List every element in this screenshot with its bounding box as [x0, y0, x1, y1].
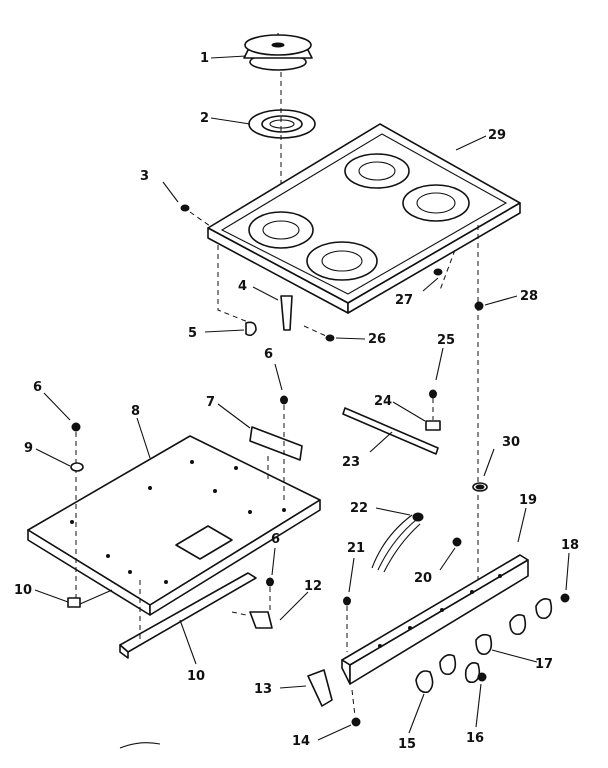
screw-part — [303, 325, 366, 342]
screw-part — [266, 547, 276, 610]
screw-part — [162, 181, 211, 227]
callout-20: 20 — [414, 571, 432, 586]
screw-part — [474, 295, 518, 311]
callout-26: 26 — [368, 332, 386, 347]
callout-1: 1 — [200, 51, 209, 66]
callout-12: 12 — [304, 579, 322, 594]
bottom-panel-part — [27, 417, 321, 616]
bracket-part — [249, 591, 309, 629]
screw-part — [429, 347, 444, 420]
clip-part — [392, 401, 441, 431]
grommet-part — [422, 268, 443, 292]
callout-17: 17 — [535, 657, 553, 672]
assembly-line — [217, 245, 249, 323]
callout-7: 7 — [206, 395, 215, 410]
callout-22: 22 — [350, 501, 368, 516]
assembly-line — [231, 611, 247, 616]
bracket-part — [217, 403, 303, 480]
wire-harness-part — [371, 507, 424, 573]
screw-part — [439, 537, 462, 571]
callout-8: 8 — [131, 404, 140, 419]
burner-ring-part — [248, 109, 316, 139]
callout-28: 28 — [520, 289, 538, 304]
screw-part — [317, 689, 361, 741]
knob-part — [408, 598, 553, 734]
callout-29: 29 — [488, 128, 506, 143]
callout-3: 3 — [140, 169, 149, 184]
callout-24: 24 — [374, 394, 392, 409]
callout-23: 23 — [342, 455, 360, 470]
callout-10-left: 10 — [14, 583, 32, 598]
callout-6-lower: 6 — [271, 532, 280, 547]
clip-part — [204, 321, 257, 337]
grommet-part — [35, 448, 84, 472]
valve-part — [279, 669, 333, 707]
callout-9: 9 — [24, 441, 33, 456]
callout-10-channel: 10 — [187, 669, 205, 684]
callout-30: 30 — [502, 435, 520, 450]
callout-19: 19 — [519, 493, 537, 508]
callout-13: 13 — [254, 682, 272, 697]
callout-2: 2 — [200, 111, 209, 126]
assembly-line — [439, 249, 456, 291]
screw-part — [560, 552, 570, 603]
callout-4: 4 — [238, 279, 247, 294]
callout-5: 5 — [188, 326, 197, 341]
callout-14: 14 — [292, 734, 310, 749]
cooktop-part — [207, 123, 521, 314]
callout-21: 21 — [347, 541, 365, 556]
screw-part — [43, 392, 81, 600]
grommet-part — [472, 448, 495, 492]
burner-cap-part — [243, 33, 313, 71]
callout-25: 25 — [437, 333, 455, 348]
pencil-mark — [119, 742, 161, 749]
bracket-part — [342, 407, 439, 455]
channel-part — [119, 572, 257, 665]
manifold-panel-part — [341, 507, 529, 685]
foot-part — [34, 589, 113, 608]
screw-part — [475, 672, 487, 728]
callout-6-left: 6 — [33, 380, 42, 395]
callout-16: 16 — [466, 731, 484, 746]
callout-27: 27 — [395, 293, 413, 308]
bracket-part — [252, 286, 293, 331]
callout-6-top: 6 — [264, 347, 273, 362]
callout-15: 15 — [398, 737, 416, 752]
screw-part — [343, 557, 355, 652]
callout-18: 18 — [561, 538, 579, 553]
screw-part — [274, 363, 288, 500]
